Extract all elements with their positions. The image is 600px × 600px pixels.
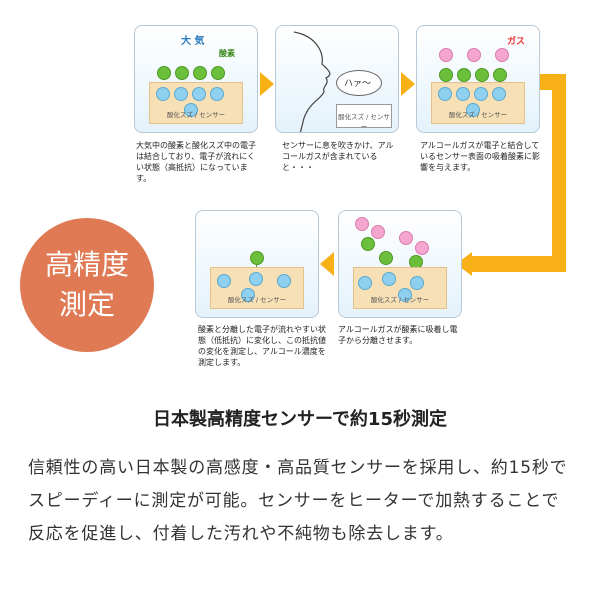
panel-gas-adsorb: 酸化スズ / センサー: [338, 210, 462, 318]
badge-line-1: 高精度: [44, 248, 129, 281]
electron: [466, 103, 480, 117]
electron: [156, 87, 170, 101]
badge-line-2: 測定: [58, 288, 115, 321]
body-text: 信頼性の高い日本製の高感度・高品質センサーを採用し、約15秒でスピーディーに測定…: [28, 458, 568, 544]
oxygen-molecule: [457, 68, 471, 82]
arrow-right-1: [260, 72, 274, 96]
arrow-left-4: [320, 252, 334, 276]
panel-gas-contact: ガス 酸化スズ / センサー: [416, 25, 540, 133]
oxygen-molecule: [211, 66, 225, 80]
gas-molecule: [495, 48, 509, 62]
connector-vertical: [552, 74, 566, 270]
breath-bubble: [336, 70, 382, 96]
headline: 日本製高精度センサーで約15秒測定: [153, 409, 447, 430]
gas-label: ガス: [507, 37, 526, 47]
air-label: 大 気: [181, 36, 205, 47]
panel-air-state: 大 気 酸素 酸化スズ / センサー: [134, 25, 258, 133]
oxygen-molecule: [439, 68, 453, 82]
electron: [241, 288, 255, 302]
electron: [192, 87, 206, 101]
electron: [184, 103, 198, 117]
electron: [438, 87, 452, 101]
oxygen-molecule: [175, 66, 189, 80]
electron: [474, 87, 488, 101]
electron: [210, 87, 224, 101]
panel-low-resistance: 酸化スズ / センサー: [195, 210, 319, 318]
sensor-label: 酸化スズ / センサー: [370, 296, 430, 304]
caption-5: 酸素と分離した電子が流れやすい状態（低抵抗）に変化し、この抵抗値の変化を測定し、…: [198, 325, 326, 367]
arrow-right-2: [401, 72, 415, 96]
sensor-tag: 酸化スズ / センサー: [336, 104, 392, 131]
gas-molecule: [467, 48, 481, 62]
sensor-label: 酸化スズ / センサー: [448, 111, 508, 119]
electron: [277, 274, 291, 288]
electron: [217, 274, 231, 288]
oxygen-molecule: [157, 66, 171, 80]
gas-molecule: [399, 231, 413, 245]
caption-3: アルコールガスが電子と結合しているセンサー表面の吸着酸素に影響を与えます。: [420, 141, 540, 172]
electron: [492, 87, 506, 101]
electron: [456, 87, 470, 101]
gas-molecule: [371, 225, 385, 239]
panel-breath: ハァ～ 酸化スズ / センサー: [275, 25, 399, 133]
caption-2: センサーに息を吹きかけ、アルコールガスが含まれていると・・・: [282, 141, 394, 172]
sensor-label: 酸化スズ / センサー: [338, 113, 390, 131]
gas-molecule: [355, 217, 369, 231]
gas-molecule: [415, 241, 429, 255]
oxygen-molecule: [493, 68, 507, 82]
sensor-block: 酸化スズ / センサー: [431, 82, 525, 124]
sensor-label: 酸化スズ / センサー: [227, 296, 287, 304]
electron: [382, 272, 396, 286]
electron: [410, 276, 424, 290]
gas-molecule: [439, 48, 453, 62]
caption-1: 大気中の酸素と酸化スズ中の電子は結合しており、電子が流れにくい状態（高抵抗）にな…: [136, 141, 256, 183]
caption-4: アルコールガスが酸素に吸着し電子から分離させます。: [338, 325, 458, 345]
oxygen-label: 酸素: [219, 49, 235, 58]
breath-label: ハァ～: [344, 79, 372, 89]
electron: [174, 87, 188, 101]
precision-badge: 高精度 測定: [20, 218, 154, 352]
face-profile-icon: [293, 31, 331, 132]
sensor-block: 酸化スズ / センサー: [149, 82, 243, 124]
oxygen-molecule: [379, 251, 393, 265]
electron: [398, 288, 412, 302]
oxygen-molecule: [361, 237, 375, 251]
sensor-block: 酸化スズ / センサー: [353, 267, 447, 309]
oxygen-molecule: [250, 251, 264, 265]
electron: [358, 276, 372, 290]
sensor-label: 酸化スズ / センサー: [166, 111, 226, 119]
electron: [249, 272, 263, 286]
oxygen-molecule: [193, 66, 207, 80]
connector-horizontal-bottom: [472, 256, 566, 272]
sensor-block: 酸化スズ / センサー: [210, 267, 304, 309]
oxygen-molecule: [475, 68, 489, 82]
